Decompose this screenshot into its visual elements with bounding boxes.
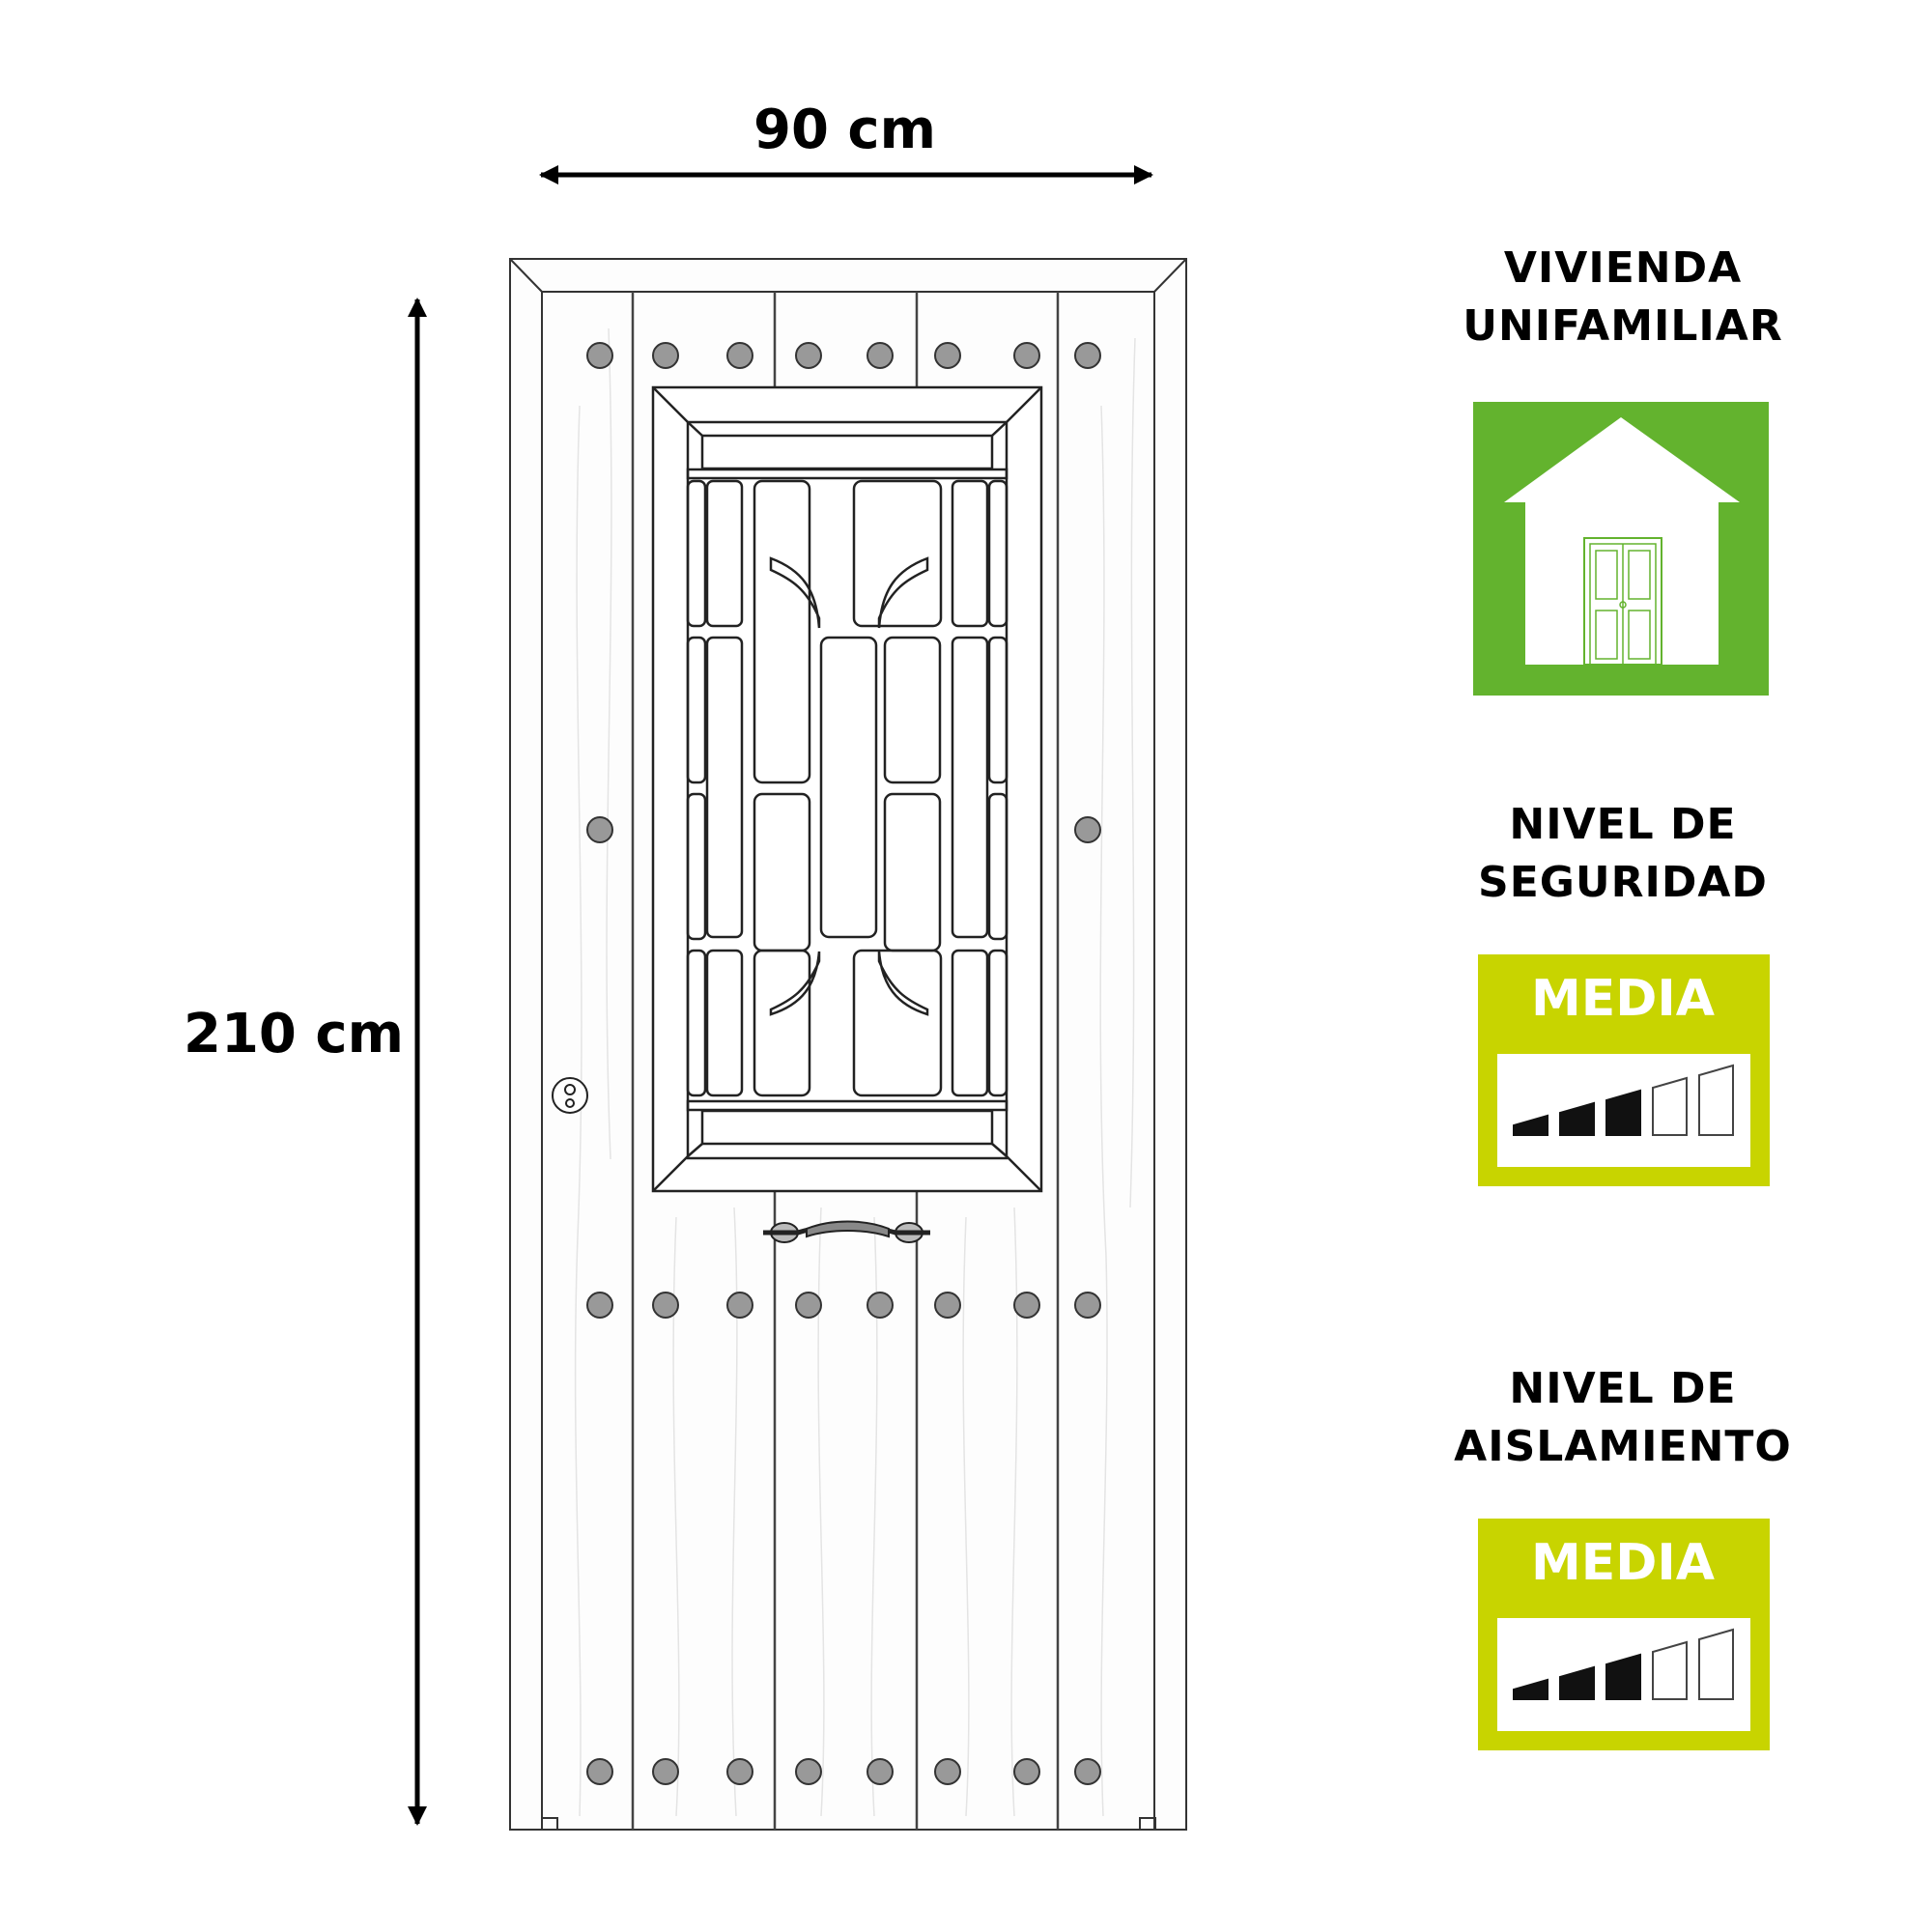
wood-grain (574, 327, 1136, 1817)
bottom-studs (586, 1758, 1101, 1785)
usage-title-line1: VIVIENDA (1503, 243, 1743, 293)
security-level-bar-3 (1605, 1089, 1641, 1136)
insulation-level-bar-5 (1698, 1628, 1734, 1700)
insulation-level-badge (1478, 1519, 1770, 1750)
security-level-bar-1 (1513, 1114, 1548, 1136)
insulation-level-bars (1513, 1628, 1734, 1700)
insulation-title-line2: AISLAMIENTO (1454, 1422, 1792, 1471)
single-family-house-badge (1473, 402, 1769, 696)
window-frame (651, 385, 1043, 1193)
insulation-title: NIVEL DE AISLAMIENTO (1439, 1360, 1806, 1476)
insulation-title-line1: NIVEL DE (1509, 1364, 1737, 1413)
security-level-bar-2 (1559, 1101, 1595, 1136)
door-lock (552, 1077, 588, 1114)
middle-studs (586, 816, 1101, 843)
lower-studs (586, 1292, 1101, 1319)
security-level-label: MEDIA (1530, 970, 1716, 1028)
height-dimension-label: 210 cm (184, 1003, 404, 1065)
security-level-bar-5 (1698, 1064, 1734, 1136)
window-grille (686, 468, 1009, 1112)
width-dimension-label: 90 cm (753, 99, 936, 161)
insulation-level-bar-1 (1513, 1678, 1548, 1700)
house-with-door-icon (1504, 417, 1740, 666)
top-studs (586, 342, 1101, 369)
security-level-badge (1478, 954, 1770, 1186)
security-level-bars (1513, 1064, 1734, 1136)
security-title-line2: SEGURIDAD (1478, 858, 1768, 907)
insulation-level-label: MEDIA (1530, 1534, 1716, 1592)
usage-title: VIVIENDA UNIFAMILIAR (1439, 240, 1806, 355)
insulation-level-bar-3 (1605, 1653, 1641, 1700)
insulation-level-bar-2 (1559, 1665, 1595, 1700)
insulation-level-bar-4 (1652, 1640, 1688, 1700)
security-title-line1: NIVEL DE (1509, 800, 1737, 849)
security-title: NIVEL DE SEGURIDAD (1439, 796, 1806, 912)
door-handle (763, 1220, 930, 1243)
usage-title-line2: UNIFAMILIAR (1463, 301, 1783, 351)
security-level-bar-4 (1652, 1076, 1688, 1136)
